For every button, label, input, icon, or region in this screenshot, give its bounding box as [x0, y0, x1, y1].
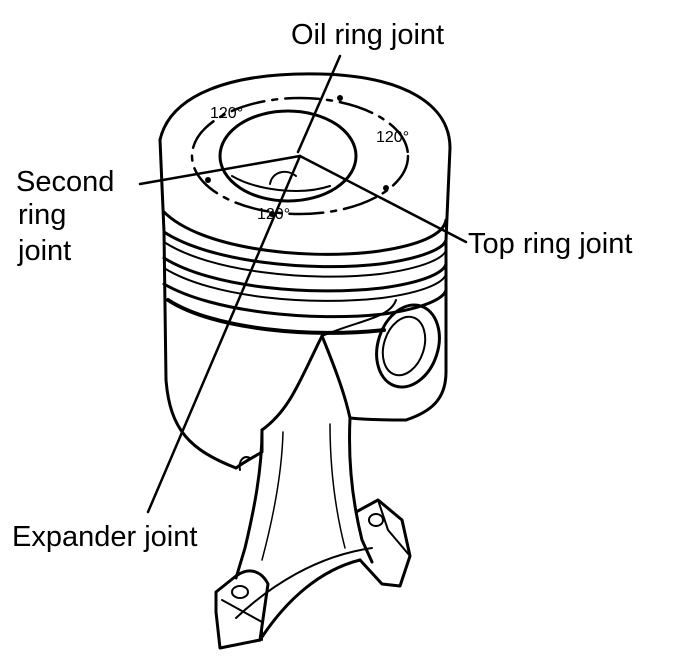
leader-oil-ring — [296, 54, 342, 154]
angle-label-right: 120° — [376, 129, 409, 146]
leader-lines — [138, 54, 468, 514]
angle-label-bottom: 120° — [257, 206, 290, 223]
second-ring-joint-label-line2: ring — [18, 199, 67, 231]
oil-ring-joint-label: Oil ring joint — [291, 19, 445, 51]
angle-label-upper-left: 120° — [210, 105, 243, 122]
second-ring-joint-label-line1: Second — [16, 166, 115, 198]
second-ring-joint-label-line3: joint — [18, 235, 72, 267]
connecting-rod — [214, 416, 412, 650]
leader-top-ring — [298, 154, 468, 244]
top-ring-joint-label: Top ring joint — [468, 228, 633, 260]
piston-body — [158, 72, 452, 471]
leader-second-ring — [138, 154, 302, 186]
leader-expander — [146, 154, 302, 514]
expander-joint-label: Expander joint — [12, 521, 198, 553]
piston-crown — [190, 95, 410, 217]
